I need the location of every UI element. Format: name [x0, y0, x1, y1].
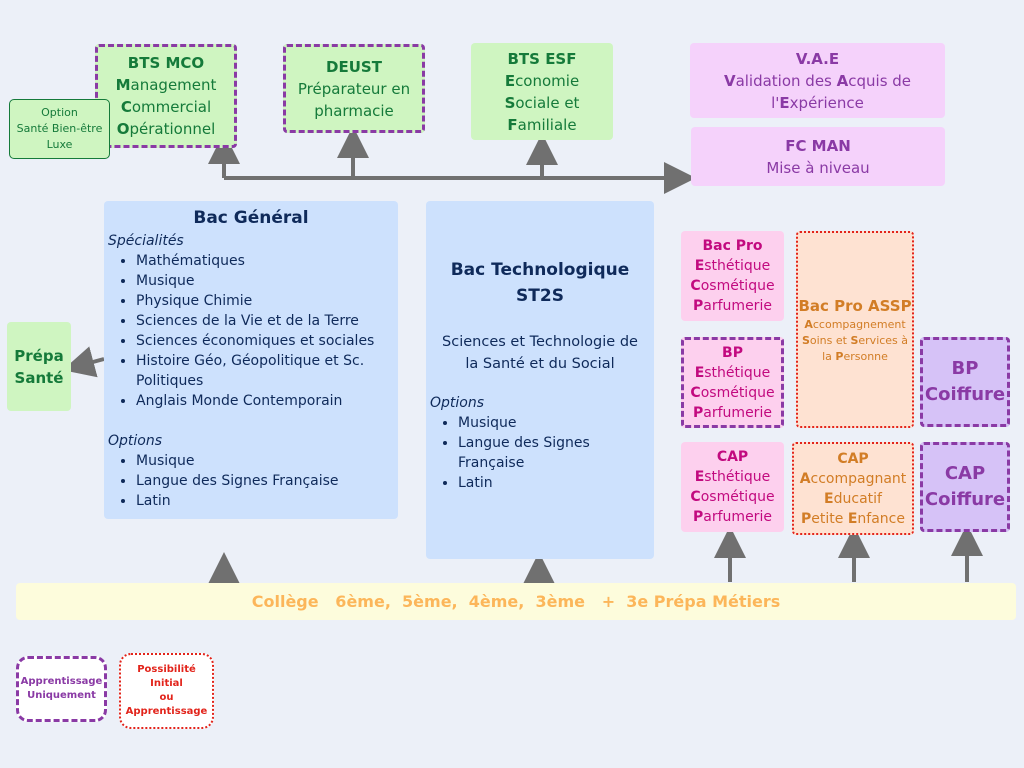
- bac-pro-assp-title: Bac Pro ASSP: [798, 296, 912, 315]
- bp-coiffure-box: BP Coiffure: [920, 337, 1010, 427]
- bac-techno-description: Sciences et Technologie de la Santé et d…: [442, 334, 638, 372]
- deust-line: Préparateur en: [297, 79, 411, 98]
- legend-label: Apprentissage: [20, 676, 103, 687]
- legend-label: Apprentissage: [125, 706, 208, 717]
- legend-possibilite-initial-ou-apprentissage: Possibilité Initial ou Apprentissage: [119, 653, 214, 729]
- cap-ecp-line: Cosmétique: [690, 489, 775, 505]
- options-label: Options: [108, 433, 163, 449]
- bac-general-box: Bac Général Spécialités Mathématiques Mu…: [104, 201, 398, 519]
- fc-man-title: FC MAN: [785, 136, 851, 155]
- options-label: Options: [430, 395, 485, 411]
- cap-ecp-line: Parfumerie: [693, 509, 772, 525]
- option-label: Luxe: [46, 138, 73, 151]
- cap-coiffure-label: CAP: [944, 463, 986, 484]
- prepa-sante-box: Prépa Santé: [7, 322, 71, 411]
- list-item: Musique: [136, 271, 394, 291]
- bts-mco-line: Opérationnel: [116, 120, 216, 138]
- bts-mco-line: Commercial: [120, 98, 212, 116]
- bp-ecp-title: BP: [722, 344, 743, 361]
- bp-ecp-line: Esthétique: [694, 364, 771, 381]
- cap-coiffure-box: CAP Coiffure: [920, 442, 1010, 532]
- legend-label: ou: [159, 692, 174, 703]
- bts-mco-box: BTS MCO Management Commercial Opérationn…: [95, 44, 237, 148]
- bts-esf-title: BTS ESF: [507, 49, 577, 68]
- legend-label: Uniquement: [27, 690, 96, 701]
- cap-aepe-line: Accompagnant: [799, 470, 907, 487]
- college-label: Collège 6ème, 5ème, 4ème, 3ème + 3e Prép…: [251, 592, 781, 611]
- option-label: Santé Bien-être: [16, 122, 103, 135]
- legend-label: Possibilité: [137, 664, 196, 675]
- bts-esf-line: Economie: [504, 71, 580, 90]
- bts-mco-line: Management: [115, 76, 217, 94]
- bac-pro-ecp-line: Esthétique: [694, 258, 771, 274]
- cap-ecp-line: Esthétique: [694, 469, 771, 485]
- list-item: Mathématiques: [136, 251, 394, 271]
- option-label: Option: [41, 106, 78, 119]
- vae-box: V.A.E Validation des Acquis de l'Expérie…: [690, 43, 945, 118]
- list-item: Histoire Géo, Géopolitique et Sc. Politi…: [136, 351, 394, 391]
- cap-aepe-box: CAP Accompagnant Educatif Petite Enfance: [792, 442, 914, 535]
- bac-pro-ecp-box: Bac Pro Esthétique Cosmétique Parfumerie: [681, 231, 784, 321]
- vae-title: V.A.E: [795, 49, 840, 68]
- options-list: Musique Langue des Signes Française Lati…: [430, 413, 650, 493]
- bac-pro-assp-line: Soins et Services à: [801, 333, 909, 347]
- bac-pro-assp-box: Bac Pro ASSP Accompagnement Soins et Ser…: [796, 231, 914, 428]
- bac-techno-subtitle: ST2S: [516, 286, 564, 306]
- cap-ecp-box: CAP Esthétique Cosmétique Parfumerie: [681, 442, 784, 532]
- bp-ecp-line: Parfumerie: [693, 404, 772, 421]
- cap-aepe-line: Educatif: [824, 490, 882, 507]
- fc-man-box: FC MAN Mise à niveau: [691, 127, 945, 186]
- legend-label: Initial: [150, 678, 183, 689]
- arrow-to-prepa-sante: [62, 346, 105, 378]
- cap-ecp-title: CAP: [716, 449, 749, 465]
- list-item: Physique Chimie: [136, 291, 394, 311]
- bp-coiffure-label: BP: [951, 358, 979, 379]
- vae-line: Validation des Acquis de: [723, 71, 912, 90]
- prepa-sante-label: Prépa: [14, 346, 64, 365]
- list-item: Langue des Signes Française: [458, 433, 650, 473]
- options-list: Musique Langue des Signes Française Lati…: [108, 451, 394, 511]
- bac-techno-box: Bac Technologique ST2S Sciences et Techn…: [426, 201, 654, 559]
- specialites-list: Mathématiques Musique Physique Chimie Sc…: [108, 251, 394, 411]
- list-item: Sciences économiques et sociales: [136, 331, 394, 351]
- bac-pro-ecp-title: Bac Pro: [702, 238, 763, 254]
- list-item: Anglais Monde Contemporain: [136, 391, 394, 411]
- bts-esf-box: BTS ESF Economie Sociale et Familiale: [471, 43, 613, 140]
- prepa-sante-label: Santé: [14, 368, 64, 387]
- specialites-label: Spécialités: [108, 233, 184, 249]
- cap-aepe-title: CAP: [837, 450, 869, 467]
- bac-general-title: Bac Général: [193, 208, 309, 228]
- bac-pro-assp-line: Accompagnement: [804, 317, 906, 331]
- bts-esf-line: Familiale: [507, 115, 577, 134]
- list-item: Musique: [458, 413, 650, 433]
- vae-line: l'Expérience: [771, 93, 864, 112]
- fc-man-subtitle: Mise à niveau: [766, 158, 870, 177]
- bac-pro-ecp-line: Cosmétique: [690, 278, 775, 294]
- bac-pro-assp-line: la Personne: [822, 349, 888, 363]
- cap-coiffure-label: Coiffure: [924, 489, 1006, 510]
- deust-line: pharmacie: [314, 101, 394, 120]
- deust-box: DEUST Préparateur en pharmacie: [283, 44, 425, 133]
- bts-esf-line: Sociale et: [504, 93, 580, 112]
- list-item: Sciences de la Vie et de la Terre: [136, 311, 394, 331]
- list-item: Langue des Signes Française: [136, 471, 394, 491]
- option-sante-bien-etre-box: Option Santé Bien-être Luxe: [9, 99, 110, 159]
- list-item: Latin: [136, 491, 394, 511]
- bts-mco-title: BTS MCO: [127, 54, 205, 72]
- bac-techno-title: Bac Technologique: [450, 260, 630, 280]
- list-item: Musique: [136, 451, 394, 471]
- bp-ecp-box: BP Esthétique Cosmétique Parfumerie: [681, 337, 784, 428]
- bac-pro-ecp-line: Parfumerie: [693, 298, 772, 314]
- bp-coiffure-label: Coiffure: [924, 384, 1006, 405]
- list-item: Latin: [458, 473, 650, 493]
- cap-aepe-line: Petite Enfance: [801, 510, 905, 527]
- college-bar: Collège 6ème, 5ème, 4ème, 3ème + 3e Prép…: [16, 583, 1016, 620]
- legend-apprentissage-uniquement: Apprentissage Uniquement: [16, 656, 107, 722]
- deust-title: DEUST: [326, 57, 382, 76]
- bp-ecp-line: Cosmétique: [690, 384, 775, 401]
